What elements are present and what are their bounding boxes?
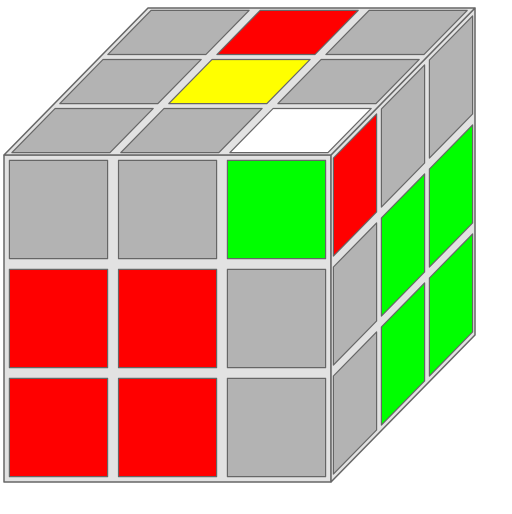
front-sticker-red	[119, 269, 217, 367]
front-sticker-red	[119, 378, 217, 476]
front-sticker-green	[227, 160, 325, 258]
front-sticker-gray	[9, 160, 107, 258]
front-sticker-red	[9, 378, 107, 476]
front-sticker-red	[9, 269, 107, 367]
front-sticker-gray	[119, 160, 217, 258]
front-sticker-gray	[227, 269, 325, 367]
front-sticker-gray	[227, 378, 325, 476]
front-face	[9, 160, 325, 476]
